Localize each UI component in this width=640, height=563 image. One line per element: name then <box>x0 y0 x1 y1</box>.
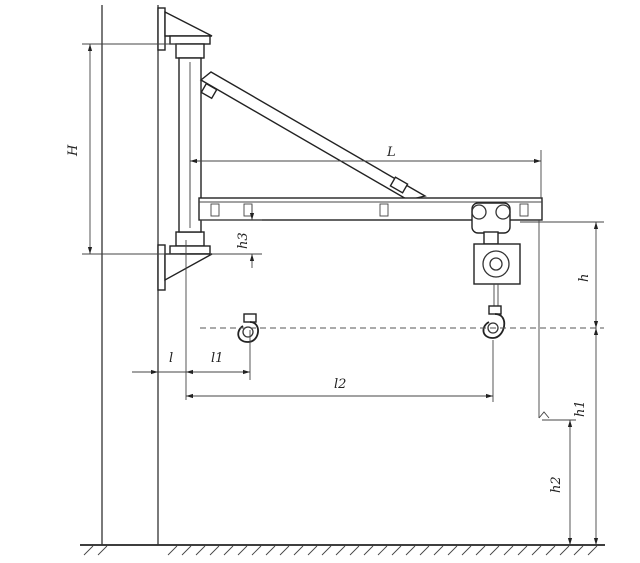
floor-hatch-line <box>97 545 108 556</box>
floor-hatch-line <box>447 545 458 556</box>
floor-hatch-line <box>251 545 262 556</box>
floor-hatch-line <box>265 545 276 556</box>
tie-strut <box>199 71 427 201</box>
floor-hatch-line <box>335 545 346 556</box>
floor-hatch-line <box>405 545 416 556</box>
floor-hatch-line <box>489 545 500 556</box>
bottom-bracket <box>157 231 213 291</box>
floor-hatch-line <box>545 545 556 556</box>
floor-hatch-line <box>377 545 388 556</box>
floor-hatch-line <box>531 545 542 556</box>
label-h2: h2 <box>549 476 564 493</box>
dim-H: H <box>66 43 180 255</box>
floor-hatch-line <box>195 545 206 556</box>
floor <box>80 544 605 556</box>
floor-hatch-line <box>503 545 514 556</box>
dim-h: h <box>520 221 604 328</box>
crane-column <box>178 57 202 233</box>
boom <box>198 197 543 221</box>
trolley-hoist <box>471 202 521 306</box>
wall-pillar <box>101 5 159 545</box>
label-H: H <box>66 144 81 157</box>
floor-hatch-line <box>587 545 598 556</box>
floor-hatch-line <box>237 545 248 556</box>
floor-hatch-line <box>83 545 94 556</box>
floor-hatch-line <box>209 545 220 556</box>
floor-hatch-line <box>433 545 444 556</box>
label-l: l <box>169 351 173 366</box>
limit-cable <box>538 220 550 419</box>
floor-hatch-line <box>167 545 178 556</box>
floor-hatch-line <box>391 545 402 556</box>
floor-hatch-line <box>181 545 192 556</box>
dim-h2: h2 <box>542 419 576 545</box>
floor-hatch-line <box>293 545 304 556</box>
floor-hatch-line <box>223 545 234 556</box>
floor-hatch-line <box>419 545 430 556</box>
hook-left <box>237 313 259 343</box>
floor-hatch-line <box>573 545 584 556</box>
floor-hatch-line <box>349 545 360 556</box>
floor-hatch-line <box>321 545 332 556</box>
dim-h1: h1 <box>573 328 599 545</box>
label-l1: l1 <box>211 351 223 366</box>
floor-hatch-line <box>475 545 486 556</box>
dim-l-l1: l l1 <box>132 240 251 400</box>
floor-hatch-line <box>307 545 318 556</box>
label-h1: h1 <box>573 400 588 417</box>
floor-hatch-line <box>517 545 528 556</box>
dim-h3: h3 <box>200 205 262 268</box>
floor-hatch-line <box>363 545 374 556</box>
label-h3: h3 <box>236 232 251 249</box>
label-h: h <box>577 274 592 282</box>
floor-hatch-line <box>559 545 570 556</box>
dim-L: L <box>189 145 542 200</box>
top-bracket <box>157 7 213 59</box>
hook-right <box>482 305 506 339</box>
dim-l2: l2 <box>186 340 494 402</box>
floor-hatch-line <box>461 545 472 556</box>
floor-hatch-line <box>279 545 290 556</box>
label-L: L <box>386 145 396 160</box>
label-l2: l2 <box>334 377 346 392</box>
